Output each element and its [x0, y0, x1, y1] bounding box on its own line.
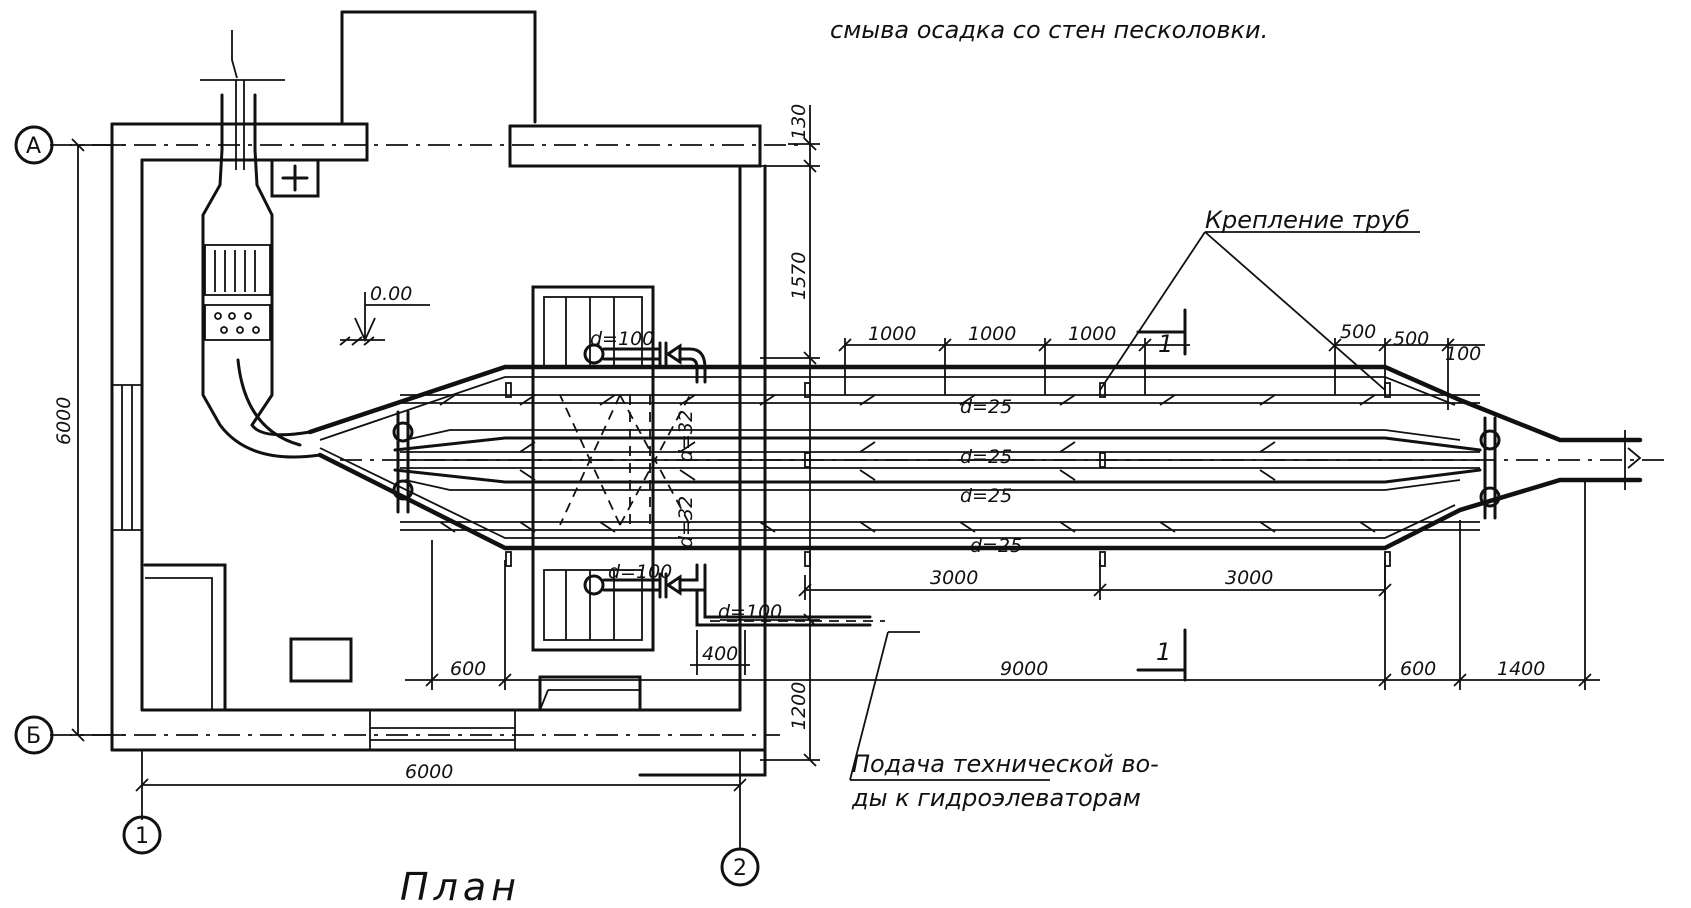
axis-a-label: А [26, 134, 41, 159]
callout-water-supply-1: Подача технической во- [852, 750, 1159, 778]
pipe-label-d25-4: d=25 [970, 535, 1022, 557]
dim-1000-b: 1000 [968, 323, 1016, 345]
inlet-channel [200, 30, 322, 459]
dim-1200: 1200 [788, 682, 810, 730]
axis-b-label: Б [26, 724, 41, 749]
pipe-label-d25-3: d=25 [960, 485, 1012, 507]
drawing-text: смыва осадка со стен песколовки. План Кр… [26, 16, 1545, 908]
hidden-lines [559, 394, 691, 530]
dim-1400: 1400 [1497, 658, 1545, 680]
top-caption: смыва осадка со стен песколовки. [830, 16, 1268, 44]
pipe-label-d25-2: d=25 [960, 446, 1012, 468]
dim-130: 130 [788, 104, 810, 140]
pipe-label-d32-lower: d=32 [675, 496, 697, 548]
dim-9000: 9000 [1000, 658, 1048, 680]
building-walls [110, 10, 767, 777]
dim-600-b: 600 [1400, 658, 1436, 680]
nozzle-marks [439, 394, 1376, 533]
axis-2-label: 2 [733, 856, 747, 881]
valve-assembly-lower [583, 563, 885, 627]
dim-6000-horizontal: 6000 [405, 761, 453, 783]
pipe-label-d100-lower: d=100 [608, 561, 672, 583]
dim-500-a: 500 [1340, 321, 1376, 343]
valve-assembly-upper [583, 341, 707, 384]
plan-title: План [400, 865, 521, 908]
level-mark-label: 0.00 [370, 283, 412, 305]
dim-1000-a: 1000 [868, 323, 916, 345]
internal-pipes [340, 394, 1665, 531]
dim-500-b: 500 [1393, 328, 1429, 350]
callout-water-supply-2: ды к гидроэлеваторам [851, 784, 1141, 812]
axis-1-label: 1 [135, 824, 149, 849]
dim-1000-c: 1000 [1068, 323, 1116, 345]
pipe-label-d100-supply: d=100 [718, 601, 782, 623]
dim-600-a: 600 [450, 658, 486, 680]
gate-valves [392, 410, 1501, 520]
dim-100: 100 [1445, 343, 1481, 365]
dim-6000-vertical: 6000 [53, 397, 75, 445]
pipe-label-d25-1: d=25 [960, 396, 1012, 418]
dim-1570: 1570 [788, 252, 810, 300]
callout-pipe-fastening: Крепление труб [1205, 206, 1410, 234]
dim-3000-b: 3000 [1225, 567, 1273, 589]
dimension-lines [14, 105, 1600, 887]
dim-400: 400 [702, 643, 738, 665]
section-mark-upper: 1 [1158, 330, 1173, 358]
section-mark-lower: 1 [1156, 638, 1171, 666]
pipe-label-d32-upper: d=32 [675, 410, 697, 462]
dim-3000-a: 3000 [930, 567, 978, 589]
pipe-label-d100-upper: d=100 [590, 328, 654, 350]
